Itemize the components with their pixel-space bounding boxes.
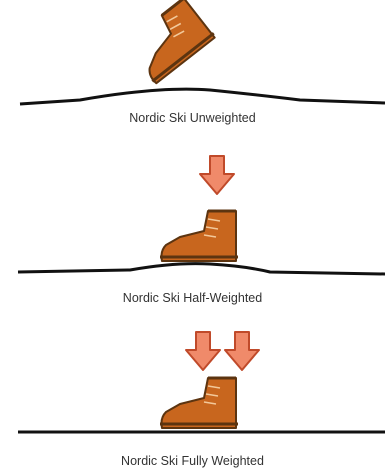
down-arrow-icon <box>185 331 221 371</box>
boot-icon <box>122 0 218 86</box>
caption-unweighted: Nordic Ski Unweighted <box>129 111 256 125</box>
panel-unweighted <box>19 0 385 106</box>
down-arrow-icon <box>199 155 235 195</box>
ski-line-arched <box>19 87 385 106</box>
boot-icon <box>158 209 240 263</box>
ski-line-partly-flexed <box>17 262 385 276</box>
panel-half-weighted <box>17 155 385 276</box>
boot-icon <box>158 376 240 430</box>
caption-fully-weighted: Nordic Ski Fully Weighted <box>121 454 264 468</box>
caption-half-weighted: Nordic Ski Half-Weighted <box>122 291 263 305</box>
panel-fully-weighted <box>18 331 385 434</box>
down-arrow-icon <box>224 331 260 371</box>
